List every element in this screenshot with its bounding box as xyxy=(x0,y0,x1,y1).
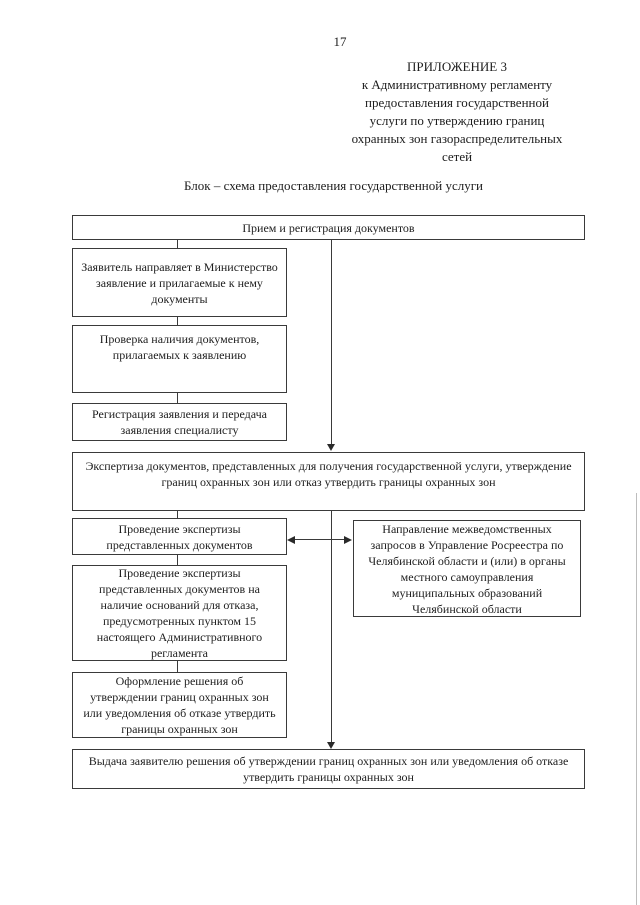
header-line: сетей xyxy=(441,149,473,164)
connector-grounds-to-decision xyxy=(177,661,178,672)
flowchart-node-expertise: Экспертиза документов, представленных дл… xyxy=(72,452,585,511)
diagram-title: Блок – схема предоставления государствен… xyxy=(184,178,483,193)
connector-reception-to-expertise xyxy=(331,240,332,445)
flowchart-node-reception: Прием и регистрация документов xyxy=(72,215,585,240)
header-line: охранных зон газораспределительных xyxy=(351,131,563,146)
header-line: ПРИЛОЖЕНИЕ 3 xyxy=(407,59,507,74)
page-number: 17 xyxy=(333,34,347,49)
appendix-header: ПРИЛОЖЕНИЕ 3 к Административному регламе… xyxy=(284,58,630,166)
connector-reception-to-applicant xyxy=(177,240,178,248)
arrow-right-icon xyxy=(344,535,352,544)
flowchart-node-registration: Регистрация заявления и передача заявлен… xyxy=(72,403,287,441)
connector-expertise-to-conduct xyxy=(177,511,178,518)
flowchart-node-decision-drafting: Оформление решения об утверждении границ… xyxy=(72,672,287,738)
connector-applicant-to-check xyxy=(177,317,178,325)
connector-conduct-to-grounds xyxy=(177,555,178,565)
flowchart-node-issuance: Выдача заявителю решения об утверждении … xyxy=(72,749,585,789)
header-line: услуги по утверждению границ xyxy=(369,113,545,128)
connector-check-to-registration xyxy=(177,393,178,403)
arrow-down-icon xyxy=(327,742,335,749)
flowchart-node-expertise-conduct: Проведение экспертизы представленных док… xyxy=(72,518,287,555)
arrow-left-icon xyxy=(287,535,295,544)
flowchart-node-expertise-refusal-grounds: Проведение экспертизы представленных док… xyxy=(72,565,287,661)
header-line: к Административному регламенту xyxy=(361,77,553,92)
connector-expertise-to-issuance xyxy=(331,511,332,743)
header-line: предоставления государственной xyxy=(365,95,549,110)
scan-artifact-line xyxy=(636,493,637,905)
arrow-down-icon xyxy=(327,444,335,451)
connector-conduct-interagency xyxy=(294,539,346,540)
flowchart-node-applicant-submission: Заявитель направляет в Министерство заяв… xyxy=(72,248,287,317)
flowchart-node-interagency-requests: Направление межведомственных запросов в … xyxy=(353,520,581,617)
flowchart-node-documents-check: Проверка наличия документов, прилагаемых… xyxy=(72,325,287,393)
